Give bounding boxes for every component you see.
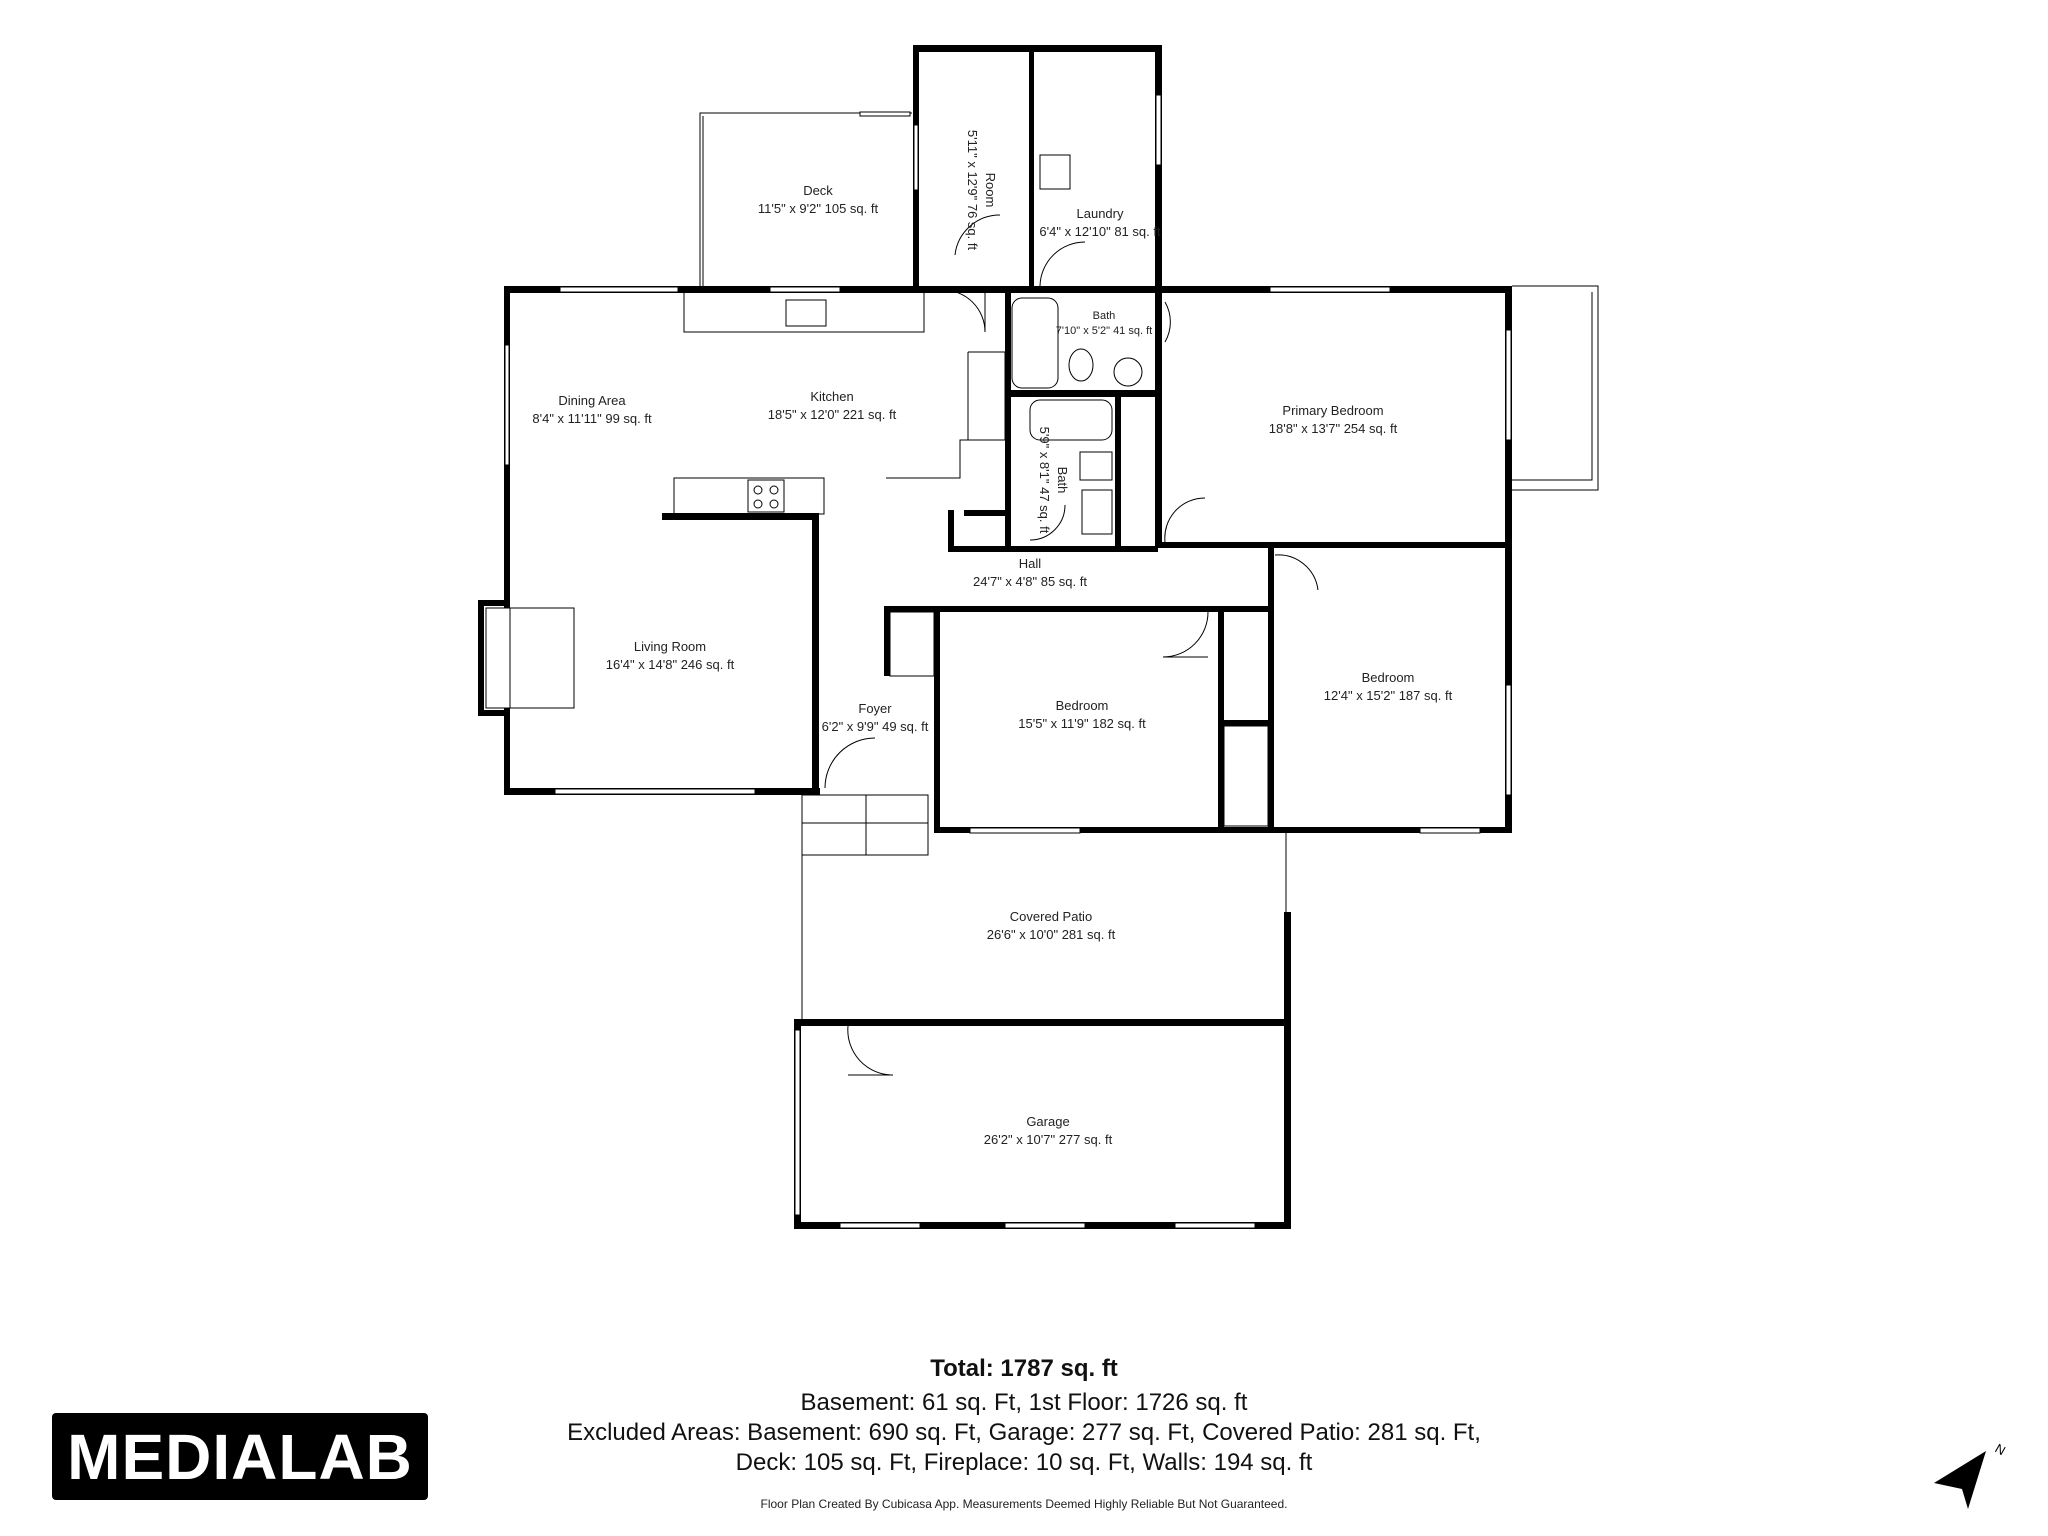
room-dims-bedroom-2: 15'5" x 11'9" 182 sq. ft [1018,716,1146,731]
room-label-primary-bedroom: Primary Bedroom [1282,403,1383,418]
room-labels: Deck 11'5" x 9'2" 105 sq. ft Room 5'11" … [532,130,1452,1147]
room-label-bedroom-2: Bedroom [1056,698,1109,713]
room-dims-bath-2: 5'9" x 8'1" 47 sq. ft [1037,427,1052,534]
room-dims-living: 16'4" x 14'8" 246 sq. ft [606,657,735,672]
kitchen-fixtures [673,291,1006,515]
room-label-covered-patio: Covered Patio [1010,909,1092,924]
room-dims-deck: 11'5" x 9'2" 105 sq. ft [758,201,879,216]
compass-label: N [1993,1441,2009,1459]
excluded-areas-line: Excluded Areas: Basement: 690 sq. Ft, Ga… [567,1419,1481,1446]
room-label-living: Living Room [634,639,706,654]
deck-outline [699,111,912,286]
room-dims-covered-patio: 26'6" x 10'0" 281 sq. ft [987,927,1116,942]
closets [889,611,1269,827]
room-label-garage: Garage [1026,1114,1069,1129]
room-label-dining: Dining Area [558,393,626,408]
area-breakdown-floors: Basement: 61 sq. Ft, 1st Floor: 1726 sq.… [800,1389,1248,1416]
room-dims-bath-1: 7'10" x 5'2" 41 sq. ft [1056,325,1152,337]
room-dims-garage: 26'2" x 10'7" 277 sq. ft [984,1132,1113,1147]
room-label-bath-2: Bath [1055,467,1070,494]
patio-outline [801,285,1599,1022]
room-label-foyer: Foyer [858,701,892,716]
room-label-hall: Hall [1019,556,1042,571]
room-label-room: Room [983,173,998,208]
total-area: Total: 1787 sq. ft [930,1355,1118,1382]
room-label-deck: Deck [803,183,833,198]
excluded-areas-line-2: Deck: 105 sq. Ft, Fireplace: 10 sq. Ft, … [735,1449,1313,1476]
walls [478,45,1512,1229]
room-dims-hall: 24'7" x 4'8" 85 sq. ft [973,574,1087,589]
room-dims-dining: 8'4" x 11'11" 99 sq. ft [532,411,652,426]
disclaimer: Floor Plan Created By Cubicasa App. Meas… [760,1497,1288,1511]
doors [824,214,1319,1076]
room-dims-kitchen: 18'5" x 12'0" 221 sq. ft [768,407,897,422]
room-dims-foyer: 6'2" x 9'9" 49 sq. ft [822,719,929,734]
north-arrow-icon: N [1934,1441,2009,1509]
room-label-kitchen: Kitchen [810,389,853,404]
room-label-laundry: Laundry [1077,206,1124,221]
medialab-logo: MEDIALAB [52,1413,428,1500]
logo-text: MEDIALAB [67,1420,413,1493]
room-label-bath-1: Bath [1093,310,1116,322]
room-dims-bedroom-3: 12'4" x 15'2" 187 sq. ft [1324,688,1453,703]
room-label-bedroom-3: Bedroom [1362,670,1415,685]
windows [504,94,1512,1229]
room-dims-room: 5'11" x 12'9" 76 sq. ft [965,130,980,251]
bath-fixtures [1011,154,1143,535]
room-dims-primary-bedroom: 18'8" x 13'7" 254 sq. ft [1269,421,1398,436]
room-dims-laundry: 6'4" x 12'10" 81 sq. ft [1039,224,1161,239]
